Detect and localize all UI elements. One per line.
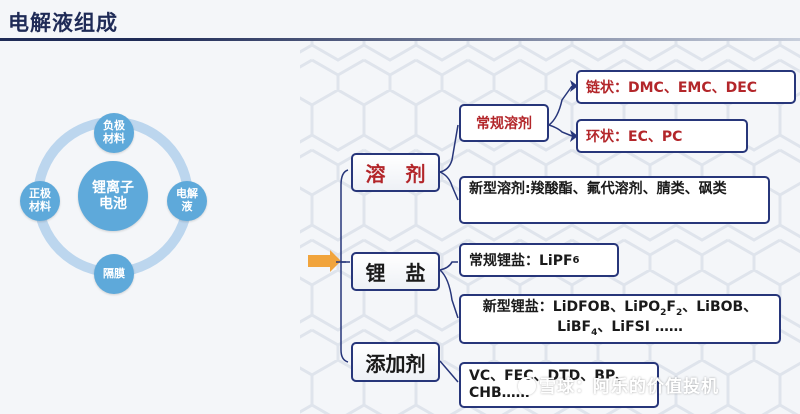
new-solvent-box: 新型溶剂:羧酸酯、氟代溶剂、腈类、砜类 [459,176,770,224]
ring-solvent-box: 环状：EC、PC [576,119,748,153]
new-salt-box: 新型锂盐：LiDFOB、LiPO2F2、LiBOB、 LiBF4、LiFSI …… [459,294,781,344]
solvent-box: 溶 剂 [351,153,440,192]
page-title: 电解液组成 [8,11,118,35]
cathode-circle: 正极材料 [20,181,60,221]
additive-box: 添加剂 [351,342,440,382]
electrolyte-circle: 电解液 [167,181,207,221]
li-ion-battery-circle: 锂离子电池 [78,161,148,231]
conventional-solvent-box: 常规溶剂 [459,104,549,142]
lithium-salt-box: 锂 盐 [351,252,440,291]
chain-solvent-box: 链状：DMC、EMC、DEC [576,70,796,104]
orange-arrow-icon [308,250,341,272]
additive-list-box: VC、FEC、DTD、BP、 CHB…… [459,362,659,408]
title-divider [0,38,800,41]
separator-circle: 隔膜 [94,254,134,294]
watermark: 雪球：阿乐的价值投机 [518,372,719,397]
snowball-logo-icon [518,377,536,395]
anode-circle: 负极材料 [94,113,134,153]
